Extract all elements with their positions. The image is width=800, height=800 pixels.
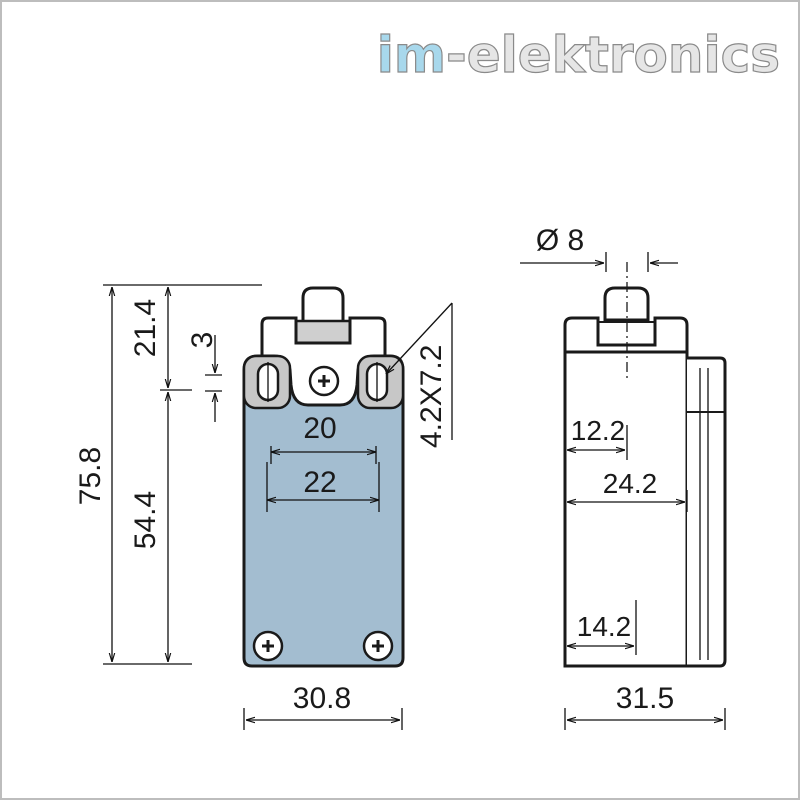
brand-suffix: -elektronics bbox=[446, 26, 780, 84]
front-cap bbox=[294, 319, 352, 345]
front-head-outline bbox=[260, 316, 387, 356]
dim-hole-outer: 22 bbox=[303, 466, 336, 499]
brand-prefix: im bbox=[377, 26, 446, 84]
dim-overall-height: 75.8 bbox=[74, 447, 107, 505]
side-body bbox=[563, 350, 689, 668]
screw-top-icon bbox=[308, 365, 340, 397]
dim-slot: 4.2X7.2 bbox=[415, 345, 448, 448]
screw-bottom-right-icon bbox=[362, 630, 394, 662]
dim-hole-inner: 20 bbox=[303, 412, 336, 445]
brand-logo: im-elektronics bbox=[377, 26, 780, 84]
dim-side-b: 24.2 bbox=[603, 468, 658, 499]
dim-side-width: 31.5 bbox=[616, 682, 674, 715]
screw-bottom-left-icon bbox=[252, 630, 284, 662]
dim-side-a: 12.2 bbox=[571, 415, 626, 446]
front-view: 20 22 4.2X7.2 75.8 21.4 54.4 3 30.8 bbox=[74, 284, 453, 730]
dim-lower: 54.4 bbox=[129, 491, 162, 549]
dim-front-width: 30.8 bbox=[293, 682, 351, 715]
dim-gap: 3 bbox=[186, 332, 219, 349]
side-head bbox=[563, 316, 689, 352]
dim-top: 21.4 bbox=[129, 299, 162, 357]
dim-side-c: 14.2 bbox=[577, 611, 632, 642]
dim-diameter: Ø 8 bbox=[536, 224, 584, 257]
side-back-plate bbox=[687, 356, 727, 668]
front-plunger bbox=[301, 286, 345, 324]
side-view: Ø 8 12.2 24.2 14.2 31.5 bbox=[520, 224, 727, 730]
